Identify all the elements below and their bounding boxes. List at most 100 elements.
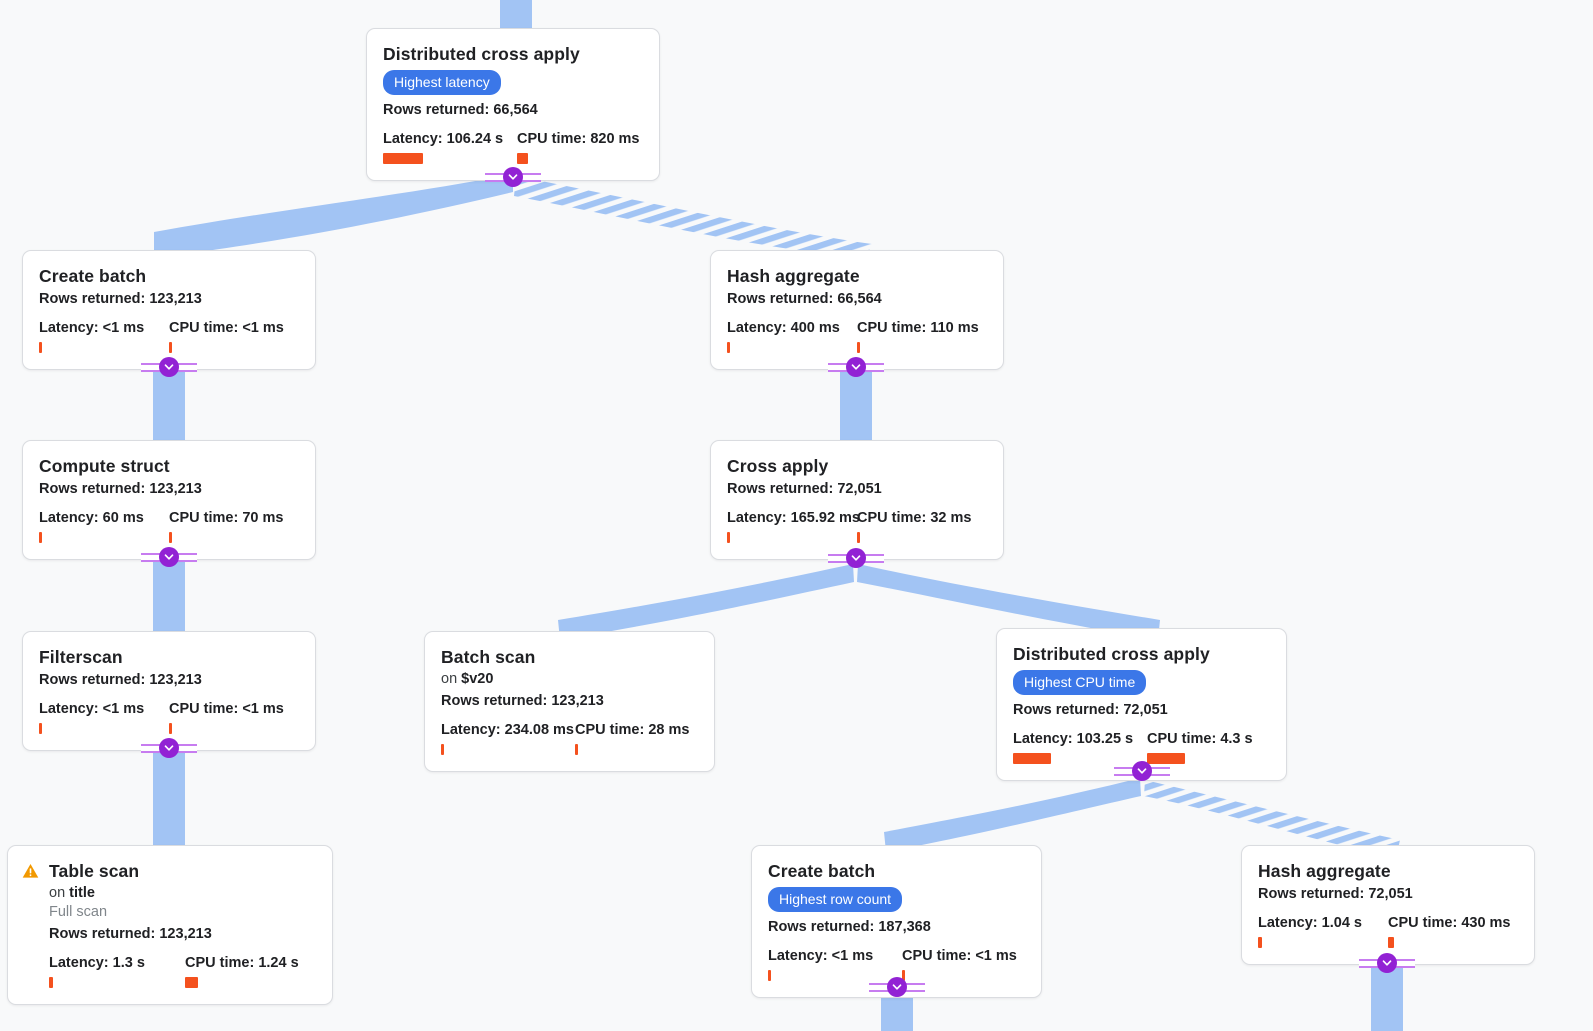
node-rows-returned: Rows returned: 72,051: [1258, 886, 1413, 902]
plan-node-hash-aggregate-upper[interactable]: Hash aggregate Rows returned: 66,564 Lat…: [710, 250, 1004, 370]
node-title: Create batch: [39, 266, 147, 286]
cpu-bar: [169, 723, 172, 734]
plan-node-distributed-cross-apply-lower[interactable]: Distributed cross apply Highest CPU time…: [996, 628, 1287, 781]
latency-label: Latency: 234.08 ms: [441, 722, 574, 738]
cpu-bar: [169, 342, 172, 353]
latency-label: Latency: <1 ms: [39, 320, 145, 336]
plan-node-distributed-cross-apply-root[interactable]: Distributed cross apply Highest latency …: [366, 28, 660, 181]
latency-metric: Latency: <1 ms: [768, 948, 902, 981]
node-metrics: Latency: <1 ms CPU time: <1 ms: [39, 701, 299, 734]
collapse-toggle-hash-aggregate-lower[interactable]: [1359, 952, 1415, 974]
plan-node-create-batch-left[interactable]: Create batch Rows returned: 123,213 Late…: [22, 250, 316, 370]
cpu-bar: [857, 532, 860, 543]
plan-node-create-batch-lower[interactable]: Create batch Highest row count Rows retu…: [751, 845, 1042, 998]
node-rows-returned: Rows returned: 187,368: [768, 919, 931, 935]
cpu-metric: CPU time: 32 ms: [857, 510, 971, 543]
cpu-metric: CPU time: <1 ms: [169, 701, 284, 734]
node-rows-returned: Rows returned: 72,051: [727, 481, 882, 497]
collapse-toggle-filterscan[interactable]: [141, 737, 197, 759]
scan-target-name: $v20: [461, 671, 494, 687]
cpu-metric: CPU time: <1 ms: [902, 948, 1017, 981]
node-scan-target: on $v20: [441, 670, 698, 689]
latency-label: Latency: 165.92 ms: [727, 510, 860, 526]
collapse-toggle-cross-apply[interactable]: [828, 547, 884, 569]
on-prefix: on: [49, 885, 70, 901]
chevron-down-icon[interactable]: [159, 357, 179, 377]
node-metrics: Latency: 165.92 ms CPU time: 32 ms: [727, 510, 987, 543]
latency-metric: Latency: 1.3 s: [49, 955, 185, 988]
chevron-down-icon[interactable]: [1377, 953, 1397, 973]
node-rows-returned: Rows returned: 66,564: [727, 291, 882, 307]
plan-node-filterscan[interactable]: Filterscan Rows returned: 123,213 Latenc…: [22, 631, 316, 751]
collapse-toggle-create-batch-left[interactable]: [141, 356, 197, 378]
chevron-down-icon[interactable]: [159, 547, 179, 567]
chevron-down-icon[interactable]: [846, 548, 866, 568]
cpu-label: CPU time: 32 ms: [857, 510, 972, 526]
node-scan-target: on title: [49, 884, 316, 903]
collapse-toggle-create-batch-lower[interactable]: [869, 976, 925, 998]
node-rows-returned: Rows returned: 123,213: [441, 693, 604, 709]
cpu-metric: CPU time: 820 ms: [517, 131, 640, 164]
collapse-toggle-distributed-cross-apply-lower[interactable]: [1114, 760, 1170, 782]
on-prefix: on: [441, 671, 462, 687]
latency-bar: [768, 970, 771, 981]
cpu-label: CPU time: 110 ms: [857, 320, 979, 336]
node-metrics: Latency: <1 ms CPU time: <1 ms: [768, 948, 1025, 981]
chevron-down-icon[interactable]: [887, 977, 907, 997]
latency-metric: Latency: 103.25 s: [1013, 731, 1147, 764]
chevron-down-icon[interactable]: [503, 167, 523, 187]
cpu-label: CPU time: 820 ms: [517, 131, 640, 147]
cpu-label: CPU time: <1 ms: [169, 320, 284, 336]
latency-label: Latency: 400 ms: [727, 320, 840, 336]
plan-node-compute-struct[interactable]: Compute struct Rows returned: 123,213 La…: [22, 440, 316, 560]
latency-bar: [49, 977, 53, 988]
node-title: Distributed cross apply: [1013, 644, 1210, 664]
latency-bar: [39, 342, 42, 353]
node-rows-returned: Rows returned: 123,213: [39, 672, 202, 688]
latency-metric: Latency: <1 ms: [39, 320, 169, 353]
node-title: Create batch: [768, 861, 876, 881]
latency-metric: Latency: 165.92 ms: [727, 510, 860, 543]
node-badge-highest-latency: Highest latency: [383, 70, 501, 95]
chevron-down-icon[interactable]: [846, 357, 866, 377]
cpu-bar: [1147, 753, 1185, 764]
latency-metric: Latency: 400 ms: [727, 320, 857, 353]
chevron-down-icon[interactable]: [1132, 761, 1152, 781]
cpu-label: CPU time: <1 ms: [169, 701, 284, 717]
node-title: Batch scan: [441, 647, 536, 667]
latency-metric: Latency: 106.24 s: [383, 131, 517, 164]
chevron-down-icon[interactable]: [159, 738, 179, 758]
cpu-label: CPU time: <1 ms: [902, 948, 1017, 964]
cpu-bar: [517, 153, 528, 164]
node-title: Hash aggregate: [1258, 861, 1391, 881]
node-title: Table scan: [49, 861, 140, 881]
cpu-label: CPU time: 1.24 s: [185, 955, 299, 971]
cpu-metric: CPU time: 1.24 s: [185, 955, 299, 988]
node-metrics: Latency: 106.24 s CPU time: 820 ms: [383, 131, 643, 164]
cpu-bar: [1388, 937, 1394, 948]
latency-label: Latency: 1.04 s: [1258, 915, 1362, 931]
node-badge-highest-row-count: Highest row count: [768, 887, 903, 912]
latency-bar: [1258, 937, 1262, 948]
collapse-toggle-compute-struct[interactable]: [141, 546, 197, 568]
plan-node-cross-apply[interactable]: Cross apply Rows returned: 72,051 Latenc…: [710, 440, 1004, 560]
latency-label: Latency: 106.24 s: [383, 131, 504, 147]
cpu-label: CPU time: 4.3 s: [1147, 731, 1253, 747]
collapse-toggle-distributed-cross-apply-root[interactable]: [485, 166, 541, 188]
node-rows-returned: Rows returned: 123,213: [39, 291, 202, 307]
plan-node-batch-scan[interactable]: Batch scan on $v20 Rows returned: 123,21…: [424, 631, 715, 772]
warning-triangle-icon: [22, 863, 39, 884]
node-title: Filterscan: [39, 647, 123, 667]
cpu-metric: CPU time: 4.3 s: [1147, 731, 1253, 764]
latency-bar: [727, 532, 730, 543]
collapse-toggle-hash-aggregate-upper[interactable]: [828, 356, 884, 378]
plan-node-hash-aggregate-lower[interactable]: Hash aggregate Rows returned: 72,051 Lat…: [1241, 845, 1535, 965]
latency-bar: [39, 532, 42, 543]
cpu-label: CPU time: 28 ms: [575, 722, 690, 738]
node-metrics: Latency: 234.08 ms CPU time: 28 ms: [441, 722, 698, 755]
node-title: Hash aggregate: [727, 266, 860, 286]
latency-bar: [39, 723, 42, 734]
plan-node-table-scan[interactable]: Table scan on title Full scan Rows retur…: [7, 845, 333, 1005]
cpu-bar: [185, 977, 198, 988]
